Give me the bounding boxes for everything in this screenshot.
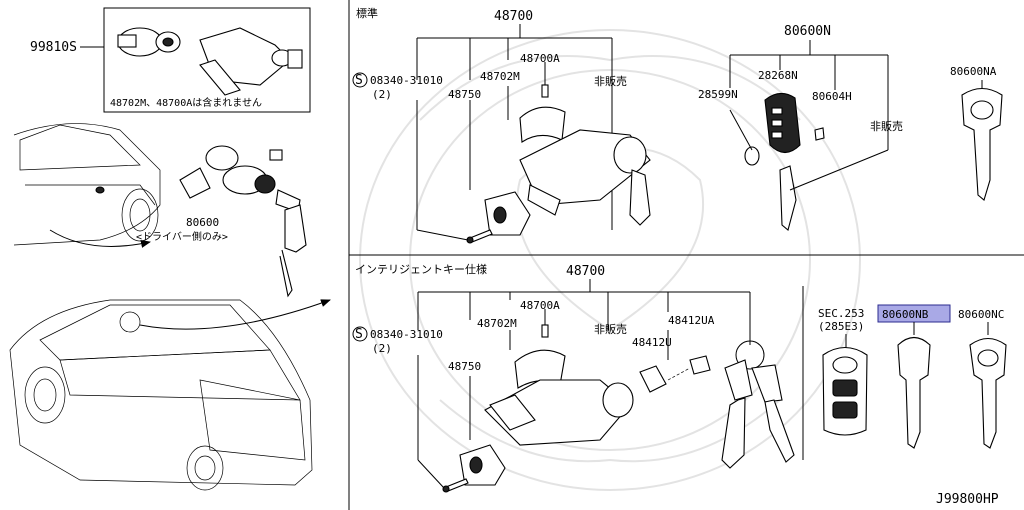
standard-keys: 80600N 28268N 28599N 80604H 非販売 80600NA — [698, 24, 1003, 231]
inset-callout: 99810S 48702M、48700Aは含まれません — [30, 40, 262, 109]
inset-box — [103, 7, 311, 113]
heading-intelligent: インテリジェントキー仕様 — [355, 262, 487, 276]
label-notsold-ik: 非販売 — [594, 323, 627, 336]
label-80600nb: 80600NB — [882, 308, 929, 321]
label-sec253-sub: (285E3) — [818, 320, 864, 333]
car-side-illustration — [13, 123, 161, 248]
intelligent-section: インテリジェントキー仕様 48700 48700A 48702M 非販売 484… — [352, 262, 751, 460]
intelligent-keys: SEC.253 (285E3) 80600NB 80600NC — [818, 304, 1007, 449]
label-notsold-keys: 非販売 — [870, 120, 903, 133]
label-48750-std: 48750 — [448, 88, 481, 101]
label-notsold-std: 非販売 — [594, 75, 627, 88]
label-48700a-ik: 48700A — [520, 299, 560, 312]
inset-lock-cylinders — [117, 27, 303, 96]
standard-section: 標準 48700 48700A 48702M 非販売 S 08340-31010… — [352, 6, 627, 230]
driver-door-lock: 80600 <ドライバー側のみ> — [136, 145, 307, 298]
label-48412u: 48412U — [632, 336, 672, 349]
standard-ignition-assembly — [416, 84, 651, 244]
label-80600na: 80600NA — [950, 65, 997, 78]
label-driver-only: <ドライバー側のみ> — [136, 230, 228, 243]
label-bolt-std: 08340-31010 — [370, 74, 443, 87]
label-48700-ik: 48700 — [566, 264, 605, 279]
car-rear-illustration — [9, 299, 331, 491]
label-80604h: 80604H — [812, 90, 852, 103]
label-48700a-std: 48700A — [520, 52, 560, 65]
label-80600n: 80600N — [784, 24, 831, 39]
inset-note: 48702M、48700Aは含まれません — [110, 96, 262, 109]
diagram-code: J99800HP — [936, 492, 999, 507]
label-bolt-ik: 08340-31010 — [370, 328, 443, 341]
label-80600: 80600 — [186, 216, 219, 229]
label-48702m-ik: 48702M — [477, 317, 517, 330]
label-48750-ik: 48750 — [448, 360, 481, 373]
frame-lines — [103, 0, 1024, 510]
label-28268n: 28268N — [758, 69, 798, 82]
label-boltqty-ik: (2) — [372, 342, 392, 355]
label-sec253: SEC.253 — [818, 307, 864, 320]
label-boltqty-std: (2) — [372, 88, 392, 101]
label-bolt-prefix-std: S — [355, 73, 363, 88]
label-80600nc: 80600NC — [958, 308, 1004, 321]
label-48700-std: 48700 — [494, 9, 533, 24]
label-48412ua: 48412UA — [668, 314, 715, 327]
label-99810s: 99810S — [30, 40, 77, 55]
intelligent-ignition-assembly — [417, 324, 795, 493]
label-48702m-std: 48702M — [480, 70, 520, 83]
label-bolt-prefix-ik: S — [355, 327, 363, 342]
label-28599n: 28599N — [698, 88, 738, 101]
heading-standard: 標準 — [356, 6, 378, 20]
